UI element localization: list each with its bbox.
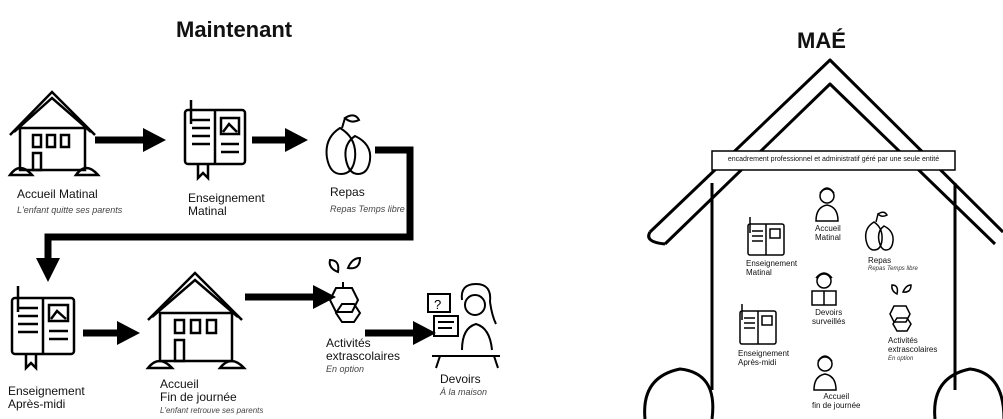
homework-icon: ? — [428, 284, 500, 368]
arrow-5-head — [413, 321, 436, 345]
flow-connectors — [48, 140, 418, 333]
pear-icon-mae — [866, 212, 893, 250]
house-icon — [10, 92, 98, 175]
step-accueil-matinal-sub: L'enfant quitte ses parents — [17, 205, 122, 215]
mae-accueil-fin-label: Accueil fin de journée — [812, 392, 860, 410]
mae-activites-sub: En option — [888, 356, 913, 363]
step-repas-label: Repas — [330, 186, 365, 199]
person-icon-reading — [812, 273, 836, 305]
step-devoirs-label: Devoirs — [440, 373, 481, 386]
mae-activites-label: Activités extrascolaires — [888, 336, 937, 354]
mae-repas-sub: Repas Temps libre — [868, 266, 918, 273]
mae-repas-label: Repas — [868, 256, 891, 265]
svg-text:?: ? — [434, 297, 441, 312]
step-activites-label: Activités extrascolaires — [326, 337, 400, 363]
right-title: MAÉ — [797, 28, 846, 54]
house-icon-evening — [148, 273, 244, 368]
step-repas-sub: Repas Temps libre — [330, 204, 405, 214]
mae-devoirs-label: Devoirs surveillés — [812, 308, 845, 326]
step-enseignement-apresmidi-label: Enseignement Après-midi — [8, 385, 85, 411]
mae-enseignement-matinal-label: Enseignement Matinal — [746, 259, 797, 277]
arrow-1-head — [143, 128, 166, 152]
activities-icon-mae — [890, 285, 911, 331]
book-icon — [185, 100, 245, 178]
mae-accueil-matinal-label: Accueil Matinal — [815, 224, 841, 242]
arrow-3-head — [117, 321, 140, 345]
person-icon-morning — [816, 188, 838, 221]
book-icon-mae-afternoon — [740, 304, 776, 344]
book-icon-mae-morning — [748, 217, 784, 255]
person-icon-evening — [814, 356, 836, 390]
activities-icon — [330, 258, 360, 322]
step-accueil-fin-label: Accueil Fin de journée — [160, 378, 237, 404]
step-devoirs-sub: À la maison — [440, 387, 487, 397]
step-activites-sub: En option — [326, 364, 364, 374]
arrow-2-head — [285, 128, 308, 152]
step-accueil-fin-sub: L'enfant retrouve ses parents — [160, 406, 263, 416]
step-accueil-matinal-label: Accueil Matinal — [17, 188, 98, 201]
step-enseignement-matinal-label: Enseignement Matinal — [188, 192, 265, 218]
mae-banner-text: encadrement professionnel et administrat… — [712, 156, 955, 163]
book-icon-afternoon — [12, 286, 74, 368]
mae-enseignement-apresmidi-label: Enseignement Après-midi — [738, 349, 789, 367]
arrow-down-head — [36, 258, 60, 282]
pear-icon — [327, 115, 371, 174]
